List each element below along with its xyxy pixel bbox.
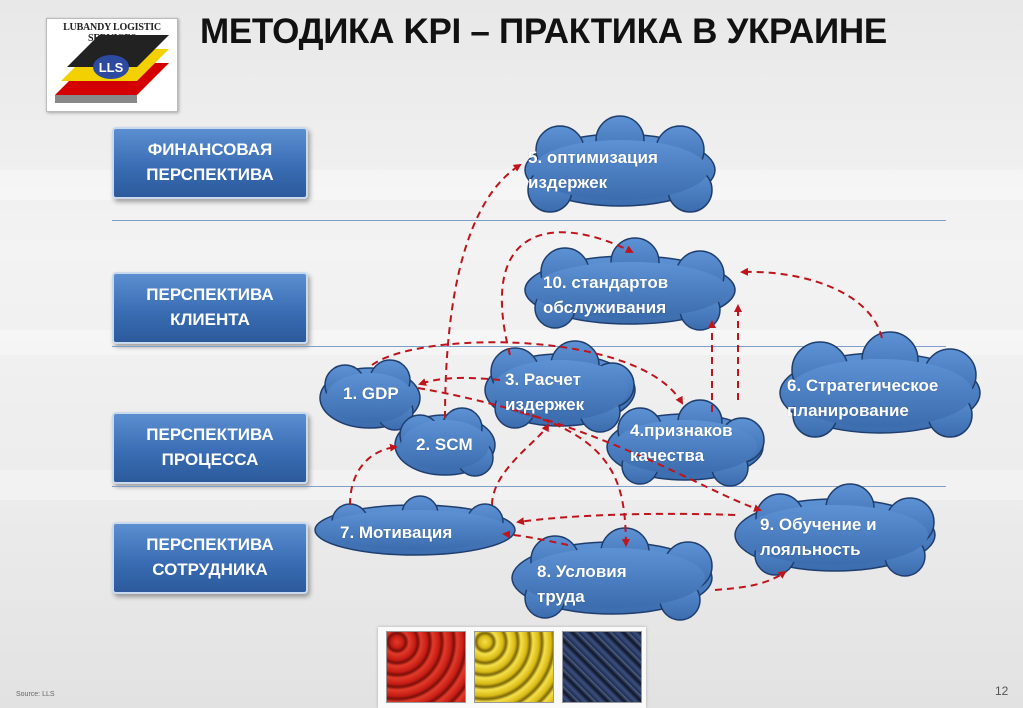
arrow-training-to-motivation xyxy=(516,512,736,526)
node-cost-opt: 5. оптимизация издержек xyxy=(528,148,658,192)
arrow-motivation-to-scm xyxy=(349,443,398,506)
node-quality: 4.признаков качества xyxy=(630,421,733,465)
node-gdp: 1. GDP xyxy=(343,384,399,403)
cloud-strategy xyxy=(779,331,981,438)
node-motivation: 7. Мотивация xyxy=(340,523,453,542)
perspective-client-label: ПЕРСПЕКТИВА КЛИЕНТА xyxy=(146,285,274,329)
node-conditions: 8. Условия труда xyxy=(537,562,627,606)
cloud-training xyxy=(734,483,936,577)
perspective-financial: ФИНАНСОВАЯ ПЕРСПЕКТИВА xyxy=(112,127,308,199)
page-number: 12 xyxy=(995,684,1009,698)
perspective-process: ПЕРСПЕКТИВА ПРОЦЕССА xyxy=(112,412,308,484)
node-scm: 2. SCM xyxy=(416,435,473,454)
node-standards: 10. стандартов обслуживания xyxy=(543,273,669,317)
arrow-gdp-to-quality xyxy=(371,341,684,405)
page-title: МЕТОДИКА KPI – ПРАКТИКА В УКРАИНЕ xyxy=(200,12,887,51)
arrow-costcalc-to-standards xyxy=(500,231,634,356)
perspective-process-label: ПЕРСПЕКТИВА ПРОЦЕССА xyxy=(146,425,274,469)
perspective-client: ПЕРСПЕКТИВА КЛИЕНТА xyxy=(112,272,308,344)
divider-1 xyxy=(112,220,946,221)
cloud-quality xyxy=(606,399,765,487)
arrows xyxy=(349,163,883,591)
divider-3 xyxy=(112,486,946,487)
blue-products-photo xyxy=(562,631,642,703)
svg-text:LLS: LLS xyxy=(99,60,124,75)
arrow-costcalc-to-gdp xyxy=(418,376,501,386)
red-products-photo xyxy=(386,631,466,703)
logo-emblem-icon: LLS xyxy=(55,35,169,103)
yellow-products-photo xyxy=(474,631,554,703)
cloud-conditions xyxy=(511,527,713,621)
cloud-motivation xyxy=(314,495,516,556)
arrow-strategy-to-standards xyxy=(740,267,883,339)
node-training: 9. Обучение и лояльность xyxy=(760,515,877,559)
arrow-conditions-to-training xyxy=(714,570,787,591)
node-strategy: 6. Стратегическое планирование xyxy=(787,376,939,420)
cloud-gdp xyxy=(319,359,421,431)
divider-2 xyxy=(112,346,946,347)
source-note: Source: LLS xyxy=(16,691,55,698)
cloud-cost-calc xyxy=(484,340,636,433)
arrow-scm-to-costopt xyxy=(444,163,522,419)
perspective-financial-label: ФИНАНСОВАЯ ПЕРСПЕКТИВА xyxy=(146,140,274,184)
arrow-conditions-to-motivation xyxy=(502,530,569,546)
arrow-costcalc-to-conditions xyxy=(519,411,630,547)
cloud-cost-opt xyxy=(524,115,716,213)
cloud-standards xyxy=(524,237,736,331)
perspective-employee: ПЕРСПЕКТИВА СОТРУДНИКА xyxy=(112,522,308,594)
cloud-scm xyxy=(394,407,496,477)
node-cost-calc: 3. Расчет издержек xyxy=(505,370,585,414)
arrow-motivation-to-costcalc xyxy=(491,423,549,506)
company-logo: LUBANDY LOGISTIC SERVICES LLS xyxy=(46,18,178,112)
perspective-employee-label: ПЕРСПЕКТИВА СОТРУДНИКА xyxy=(146,535,274,579)
